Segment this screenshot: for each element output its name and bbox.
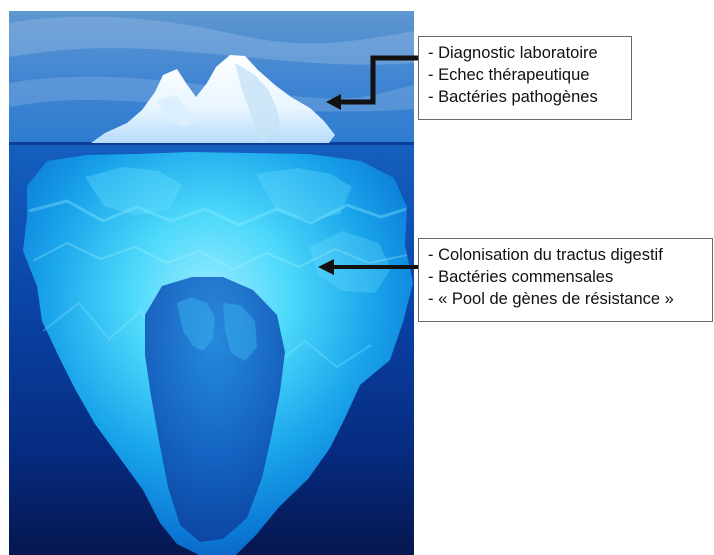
hidden-callout-line-2: - Bactéries commensales — [428, 266, 704, 288]
surface-callout-line-1: - Diagnostic laboratoire — [428, 42, 623, 64]
surface-callout-box: - Diagnostic laboratoire - Echec thérape… — [418, 36, 632, 120]
hidden-callout-box: - Colonisation du tractus digestif - Bac… — [418, 238, 713, 322]
hidden-callout-line-3: - « Pool de gènes de résistance » — [428, 288, 704, 310]
surface-callout-line-3: - Bactéries pathogènes — [428, 86, 623, 108]
hidden-callout-line-1: - Colonisation du tractus digestif — [428, 244, 704, 266]
iceberg-image — [9, 11, 414, 555]
surface-callout-line-2: - Echec thérapeutique — [428, 64, 623, 86]
